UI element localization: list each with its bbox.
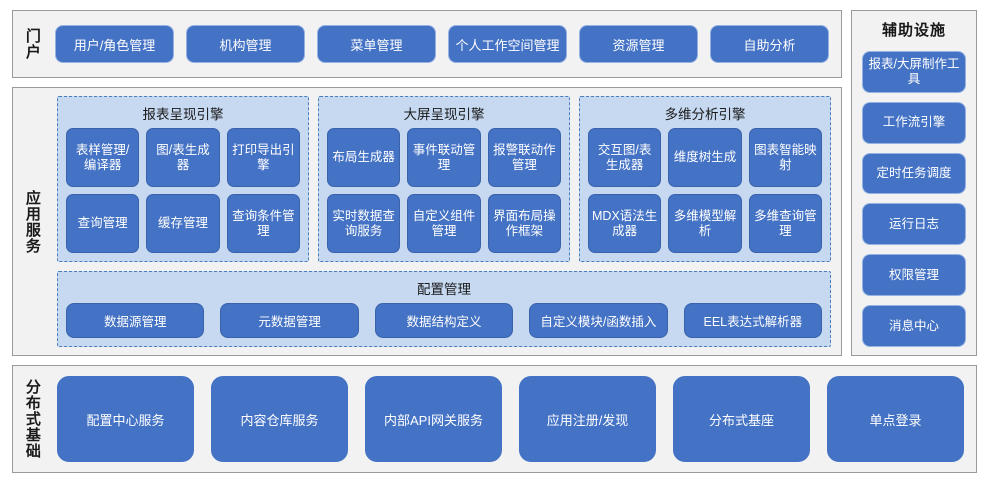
app-service-band-label: 应用服务 [23,189,41,254]
cell-config-eel-parser[interactable]: EEL表达式解析器 [683,303,823,338]
middle-row: 应用服务 报表呈现引擎 表样管理/编译器 图/表生成器 打印导出引擎 查询管理 … [12,10,977,356]
aux-item-runtime-log[interactable]: 运行日志 [862,203,966,246]
infra-item-api-gateway[interactable]: 内部API网关服务 [365,376,502,462]
infra-band: 分布式基础 配置中心服务 内容仓库服务 内部API网关服务 应用注册/发现 分布… [12,365,977,473]
cell-bigscreen-alarm-action[interactable]: 报警联动作管理 [487,128,561,187]
cell-olap-query-management[interactable]: 多维查询管理 [748,194,822,253]
cell-olap-interactive-chart[interactable]: 交互图/表生成器 [588,128,662,187]
cell-bigscreen-custom-component[interactable]: 自定义组件管理 [407,194,481,253]
cell-bigscreen-layout-framework[interactable]: 界面布局操作框架 [487,194,561,253]
portal-item-workspace[interactable]: 个人工作空间管理 [448,25,567,63]
cell-report-query-condition[interactable]: 查询条件管理 [226,194,300,253]
cell-report-template-editor[interactable]: 表样管理/编译器 [66,128,140,187]
engine-title-report: 报表呈现引擎 [142,107,224,122]
portal-item-menu[interactable]: 菜单管理 [317,25,436,63]
infra-item-content-repo[interactable]: 内容仓库服务 [211,376,348,462]
portal-band: 门户 用户/角色管理 机构管理 菜单管理 个人工作空间管理 资源管理 自助分析 [12,10,842,78]
cell-config-metadata[interactable]: 元数据管理 [220,303,359,338]
engine-cells-bigscreen: 布局生成器 事件联动管理 报警联动作管理 实时数据查询服务 自定义组件管理 界面… [327,128,561,253]
cell-olap-chart-mapping[interactable]: 图表智能映射 [748,128,822,187]
engine-cells-report: 表样管理/编译器 图/表生成器 打印导出引擎 查询管理 缓存管理 查询条件管理 [66,128,300,253]
aux-title: 辅助设施 [881,22,946,39]
top-row: 门户 用户/角色管理 机构管理 菜单管理 个人工作空间管理 资源管理 自助分析 [12,10,977,78]
app-service-body: 报表呈现引擎 表样管理/编译器 图/表生成器 打印导出引擎 查询管理 缓存管理 … [51,88,841,355]
engine-title-olap: 多维分析引擎 [664,107,746,122]
portal-items: 用户/角色管理 机构管理 菜单管理 个人工作空间管理 资源管理 自助分析 [51,11,841,77]
cell-olap-dimension-tree[interactable]: 维度树生成 [668,128,742,187]
cell-olap-model-parsing[interactable]: 多维模型解析 [668,194,742,253]
portal-item-user-role[interactable]: 用户/角色管理 [55,25,174,63]
infra-item-sso[interactable]: 单点登录 [827,376,964,462]
cell-bigscreen-layout-generator[interactable]: 布局生成器 [327,128,401,187]
config-management-cells: 数据源管理 元数据管理 数据结构定义 自定义模块/函数插入 EEL表达式解析器 [66,303,823,338]
aux-item-message-center[interactable]: 消息中心 [862,305,966,347]
app-service-band: 应用服务 报表呈现引擎 表样管理/编译器 图/表生成器 打印导出引擎 查询管理 … [12,87,842,356]
engines-row: 报表呈现引擎 表样管理/编译器 图/表生成器 打印导出引擎 查询管理 缓存管理 … [57,96,831,262]
cell-config-data-structure[interactable]: 数据结构定义 [374,303,514,338]
config-management-group: 配置管理 数据源管理 元数据管理 数据结构定义 自定义模块/函数插入 EEL表达… [57,271,831,347]
aux-item-workflow-engine[interactable]: 工作流引擎 [862,101,966,144]
portal-item-self-analysis[interactable]: 自助分析 [710,25,829,63]
portal-item-resource[interactable]: 资源管理 [579,25,698,63]
infra-item-distributed-base[interactable]: 分布式基座 [673,376,810,462]
infra-items: 配置中心服务 内容仓库服务 内部API网关服务 应用注册/发现 分布式基座 单点… [51,366,976,472]
cell-report-cache-management[interactable]: 缓存管理 [146,194,220,253]
infra-item-config-center[interactable]: 配置中心服务 [57,376,194,462]
engine-group-olap: 多维分析引擎 交互图/表生成器 维度树生成 图表智能映射 MDX语法生成器 多维… [579,96,831,262]
infra-band-label: 分布式基础 [23,379,41,459]
engine-group-report: 报表呈现引擎 表样管理/编译器 图/表生成器 打印导出引擎 查询管理 缓存管理 … [57,96,309,262]
engine-title-bigscreen: 大屏呈现引擎 [403,107,485,122]
cell-bigscreen-realtime-query[interactable]: 实时数据查询服务 [327,194,401,253]
aux-band: 辅助设施 报表/大屏制作工具 工作流引擎 定时任务调度 运行日志 权限管理 消息… [851,10,977,356]
config-management-title: 配置管理 [417,282,471,297]
cell-report-chart-generator[interactable]: 图/表生成器 [146,128,220,187]
aux-item-permission[interactable]: 权限管理 [862,254,966,297]
engine-group-bigscreen: 大屏呈现引擎 布局生成器 事件联动管理 报警联动作管理 实时数据查询服务 自定义… [318,96,570,262]
portal-band-label: 门户 [23,28,41,60]
cell-olap-mdx-generator[interactable]: MDX语法生成器 [588,194,662,253]
aux-item-report-builder[interactable]: 报表/大屏制作工具 [862,51,966,93]
aux-item-task-scheduler[interactable]: 定时任务调度 [862,152,966,195]
engine-cells-olap: 交互图/表生成器 维度树生成 图表智能映射 MDX语法生成器 多维模型解析 多维… [588,128,822,253]
cell-report-query-management[interactable]: 查询管理 [66,194,140,253]
cell-config-custom-module[interactable]: 自定义模块/函数插入 [529,303,668,338]
cell-bigscreen-event-linkage[interactable]: 事件联动管理 [407,128,481,187]
infra-item-app-registry[interactable]: 应用注册/发现 [519,376,656,462]
portal-item-org[interactable]: 机构管理 [186,25,305,63]
cell-config-datasource[interactable]: 数据源管理 [66,303,205,338]
cell-report-print-export[interactable]: 打印导出引擎 [226,128,300,187]
